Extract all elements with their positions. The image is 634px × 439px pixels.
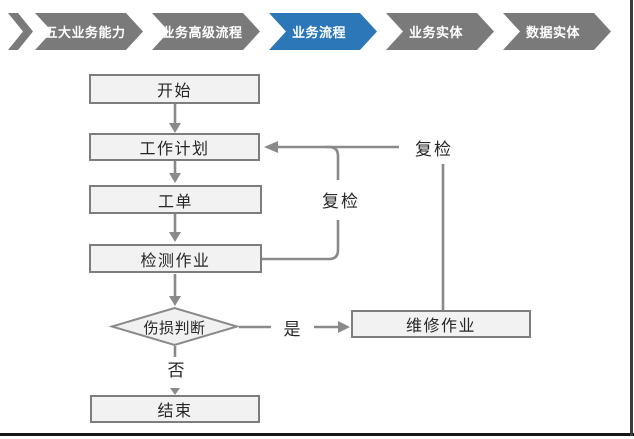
window-bottom-border [0, 433, 634, 436]
edge-label-text: 复检 [322, 192, 360, 211]
breadcrumb-item-label: 数据实体 [525, 25, 580, 40]
breadcrumb-item-five-capabilities[interactable]: 五大业务能力 [35, 13, 143, 50]
breadcrumb-item-label: 业务流程 [291, 25, 346, 40]
breadcrumb-item-label: 五大业务能力 [44, 25, 126, 40]
window-right-border [630, 0, 633, 436]
chevron-lead-icon [8, 13, 33, 50]
breadcrumb-item-label: 业务实体 [408, 25, 463, 40]
breadcrumb-item-data-entity[interactable]: 数据实体 [503, 13, 611, 50]
node-work-order: 工单 [89, 185, 262, 214]
breadcrumb-item-business-process[interactable]: 业务流程 [269, 13, 377, 50]
node-inspection-job: 检测作业 [89, 244, 262, 273]
arrowhead-into-plan-right [264, 141, 278, 153]
edge-label-text: 是 [283, 319, 303, 339]
arrowhead-into-order [169, 173, 181, 183]
arrowhead-into-plan-top [169, 123, 181, 133]
node-label: 维修作业 [405, 318, 476, 335]
breadcrumb-item-high-level-process[interactable]: 业务高级流程 [152, 13, 260, 50]
node-start: 开始 [89, 74, 260, 104]
arrowhead-into-repair [338, 321, 350, 333]
arrowhead-into-inspect [169, 232, 181, 242]
breadcrumb-item-business-entity[interactable]: 业务实体 [386, 13, 494, 50]
arrowhead-into-end [170, 388, 180, 395]
edge-label-recheck-loop: 复检 [313, 188, 369, 211]
edge-label-text: 否 [167, 360, 187, 380]
node-repair-job: 维修作业 [351, 310, 531, 338]
node-label: 开始 [156, 83, 192, 100]
breadcrumb-item-label: 业务高级流程 [161, 25, 243, 40]
node-end: 结束 [90, 395, 260, 423]
node-label: 工作计划 [139, 141, 210, 158]
edge-inspect-recheck-lower [262, 220, 340, 261]
edge-label-text: 复检 [415, 139, 453, 159]
edge-label-recheck-top: 复检 [406, 136, 462, 159]
node-work-plan: 工作计划 [89, 133, 260, 161]
arrowhead-into-decision [169, 296, 181, 306]
edge-label-yes: 是 [277, 316, 309, 339]
edge-label-no: 否 [161, 357, 193, 380]
node-label: 结束 [157, 403, 193, 420]
node-label: 工单 [157, 193, 193, 211]
node-label: 检测作业 [140, 252, 211, 270]
node-label: 伤损判断 [143, 319, 206, 337]
node-damage-decision: 伤损判断 [112, 312, 237, 342]
edge-inspect-recheck-upper [326, 145, 340, 180]
